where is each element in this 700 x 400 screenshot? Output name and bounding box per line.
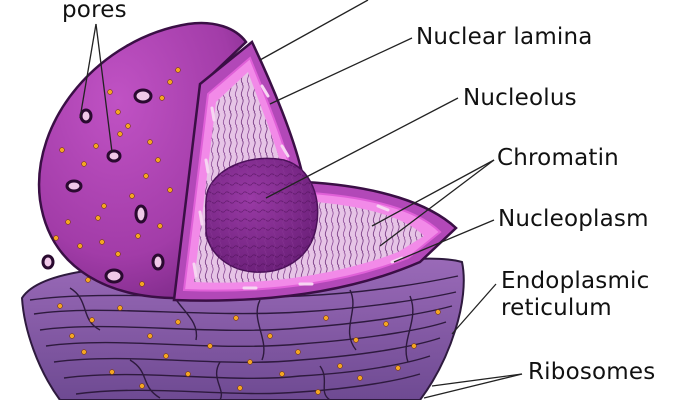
nuclear-envelope: [37, 21, 248, 302]
pore: [134, 204, 148, 224]
pore: [65, 179, 83, 193]
label-er-line1: Endoplasmic: [501, 268, 650, 294]
pore: [79, 108, 93, 124]
pore: [104, 268, 124, 284]
label-pores: pores: [62, 0, 127, 23]
nucleolus-texture: [205, 158, 318, 273]
leader-er: [451, 283, 497, 335]
leader-chromatin-2: [379, 159, 495, 247]
label-nucleoplasm: Nucleoplasm: [498, 206, 649, 232]
leader-lines: [79, 0, 523, 399]
leader-pores-2: [95, 23, 113, 153]
label-ribosomes: Ribosomes: [528, 359, 656, 385]
leader-top: [259, 0, 369, 61]
pore: [151, 253, 165, 271]
pore: [106, 149, 122, 163]
er-folds: [29, 275, 459, 400]
leader-chromatin-1: [371, 159, 495, 227]
label-nuclear-lamina: Nuclear lamina: [416, 24, 593, 50]
label-endoplasmic-reticulum: Endoplasmic reticulum: [501, 268, 650, 322]
leader-ribosomes-2: [423, 373, 523, 399]
er-ribosomes: [57, 303, 441, 395]
nucleolus: [205, 157, 319, 273]
label-chromatin: Chromatin: [497, 145, 619, 171]
pore: [133, 88, 153, 104]
envelope-surface: [37, 21, 248, 302]
leader-nucleolus: [265, 97, 459, 199]
label-er-line2: reticulum: [501, 295, 612, 321]
nuclear-pores: [41, 88, 165, 284]
pore: [41, 254, 55, 270]
surface-ribosomes: [53, 67, 181, 287]
leader-ribosomes-1: [431, 373, 523, 387]
leader-nucleoplasm: [393, 219, 495, 263]
leader-lamina: [269, 37, 413, 105]
label-nucleolus: Nucleolus: [463, 85, 577, 111]
cutaway-interior: [172, 40, 458, 302]
leader-pores-1: [79, 23, 97, 119]
